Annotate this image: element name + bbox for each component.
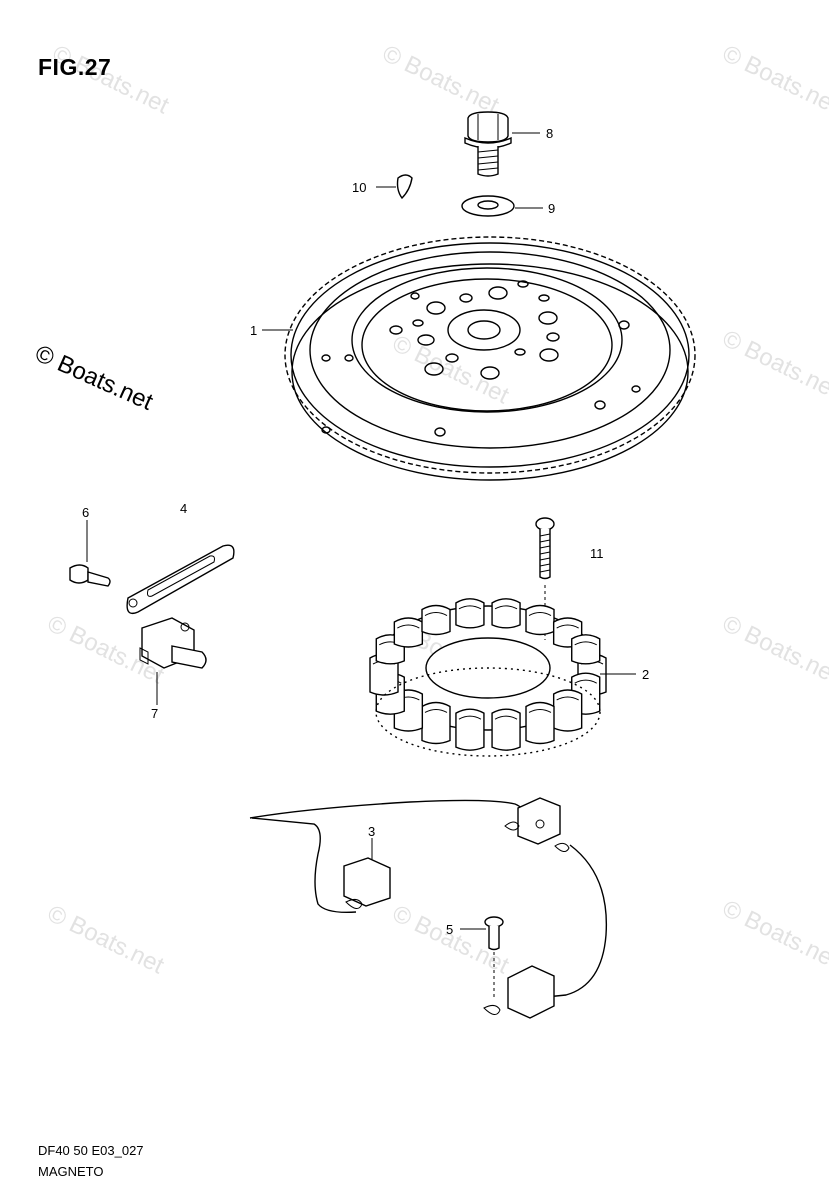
- stator-pole: [571, 634, 601, 665]
- stator-winding: [574, 679, 597, 684]
- pulser-coil-harness: [249, 797, 608, 1019]
- callout-11: 11: [590, 546, 604, 561]
- stator-winding: [494, 715, 518, 720]
- callout-9: 9: [548, 201, 555, 216]
- stator-winding: [528, 708, 552, 713]
- callout-7: 7: [151, 706, 158, 721]
- stator-winding: [556, 696, 579, 701]
- sensor-part-7: [139, 617, 207, 705]
- stator-pole: [421, 604, 451, 636]
- washer-part-9: [461, 195, 543, 217]
- stator-winding: [424, 612, 448, 616]
- stator-winding: [458, 715, 482, 720]
- stator-winding: [458, 605, 482, 610]
- bracket-part-4: [126, 544, 235, 615]
- stator-winding: [528, 612, 552, 616]
- stator-pole: [393, 617, 424, 648]
- stator-pole: [525, 604, 555, 636]
- stator-pole: [525, 701, 555, 745]
- stator-pole: [491, 708, 521, 751]
- bolt-part-6: [69, 520, 111, 587]
- stator-pole: [455, 598, 485, 629]
- bolt-part-8: [464, 111, 540, 177]
- stator-pole: [455, 708, 485, 751]
- stator-part-2: [369, 598, 636, 757]
- stator-pole: [421, 701, 451, 745]
- callout-6: 6: [82, 505, 89, 520]
- key-part-10: [376, 174, 413, 200]
- stator-pole: [491, 598, 521, 629]
- stator-winding: [424, 708, 448, 713]
- callout-1: 1: [250, 323, 257, 338]
- callout-2: 2: [642, 667, 649, 682]
- stator-winding: [556, 624, 579, 629]
- callout-4: 4: [180, 501, 187, 516]
- stator-pole: [552, 689, 583, 732]
- callout-8: 8: [546, 126, 553, 141]
- stator-winding: [574, 641, 597, 646]
- figure-name: MAGNETO: [38, 1164, 104, 1179]
- flywheel-part-1: [262, 236, 696, 481]
- callout-3: 3: [368, 824, 375, 839]
- stator-winding: [494, 605, 518, 610]
- figure-code: DF40 50 E03_027: [38, 1143, 144, 1158]
- screw-part-11: [535, 517, 555, 640]
- callout-10: 10: [352, 180, 366, 195]
- callout-5: 5: [446, 922, 453, 937]
- figure-title: FIG.27: [38, 54, 112, 80]
- stator-winding: [397, 624, 420, 629]
